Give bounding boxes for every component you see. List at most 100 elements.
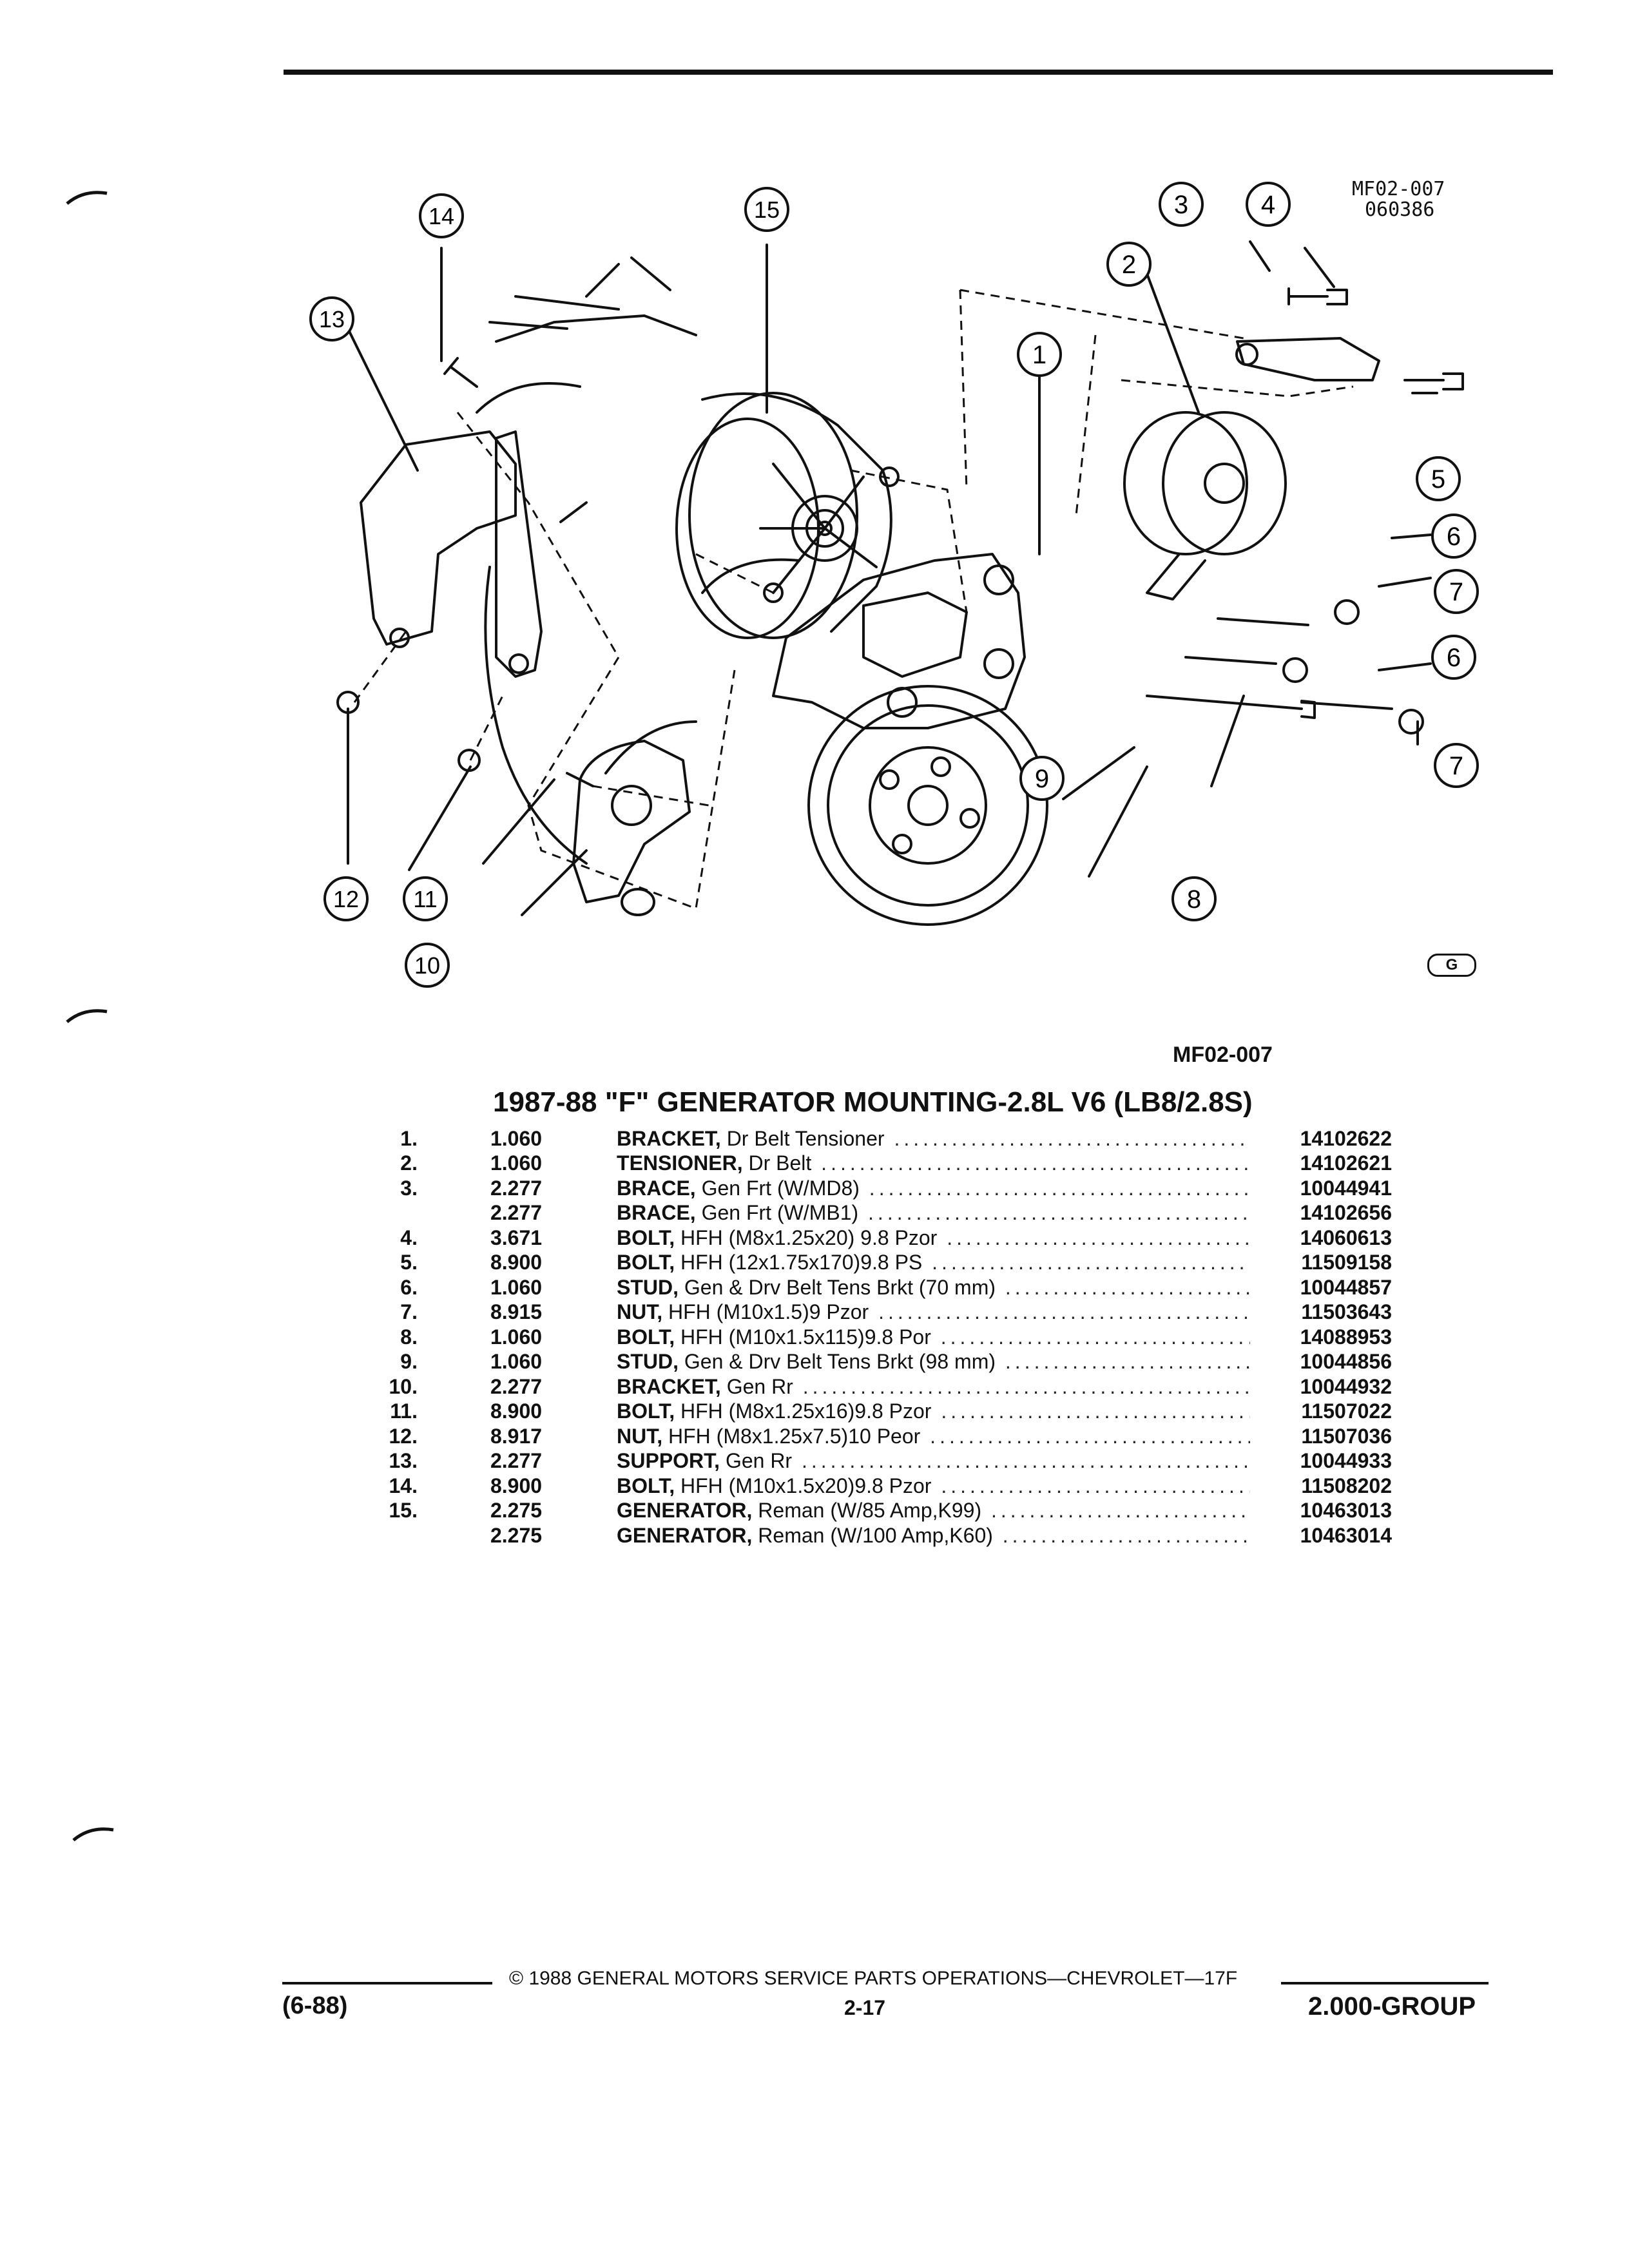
item-number: 7. (400, 1300, 418, 1324)
dot-leader: ........................................… (801, 1449, 1250, 1473)
callout-2: 2 (1106, 242, 1152, 287)
catalog-code: 1.060 (490, 1325, 543, 1349)
callout-10: 10 (405, 943, 450, 988)
catalog-code: 2.275 (490, 1523, 543, 1547)
dot-leader: ........................................… (941, 1474, 1250, 1497)
catalog-code: 2.275 (490, 1499, 543, 1523)
part-description: NUT, HFH (M8x1.25x7.5)10 Peor ..........… (617, 1425, 1250, 1448)
part-detail: Gen Frt (W/MD8) (701, 1176, 860, 1200)
catalog-code: 8.915 (490, 1300, 543, 1324)
catalog-code: 2.277 (490, 1176, 543, 1200)
section-title: 1987-88 "F" GENERATOR MOUNTING-2.8L V6 (… (493, 1086, 1253, 1118)
part-number: 10044857 (1300, 1275, 1392, 1299)
part-number: 14102621 (1300, 1151, 1392, 1175)
part-name: BOLT, (617, 1399, 675, 1423)
part-name: STUD, (617, 1275, 679, 1299)
dot-leader: ........................................… (1005, 1350, 1250, 1374)
part-name: GENERATOR, (617, 1499, 753, 1523)
dot-leader: ........................................… (930, 1424, 1250, 1448)
callout-13: 13 (309, 296, 354, 341)
part-description: GENERATOR, Reman (W/100 Amp,K60) .......… (617, 1524, 1250, 1548)
part-description: BRACE, Gen Frt (W/MB1) .................… (617, 1201, 1250, 1225)
callout-6: 6 (1431, 514, 1476, 559)
dot-leader: ........................................… (947, 1225, 1250, 1249)
part-description: STUD, Gen & Drv Belt Tens Brkt (70 mm) .… (617, 1276, 1250, 1300)
dot-leader: ........................................… (894, 1126, 1251, 1150)
part-name: BOLT, (617, 1251, 675, 1274)
part-description: TENSIONER, Dr Belt .....................… (617, 1151, 1250, 1175)
part-number: 10044932 (1300, 1374, 1392, 1398)
engine-block-outline (488, 256, 671, 330)
crank-pulley (807, 685, 1048, 926)
engine-block-outline (476, 314, 800, 865)
callout-label: 1 (1032, 341, 1046, 369)
part-detail: HFH (M10x1.5x115)9.8 Por (680, 1325, 931, 1349)
dot-leader: ........................................… (1002, 1523, 1250, 1547)
part-description: NUT, HFH (M10x1.5)9 Pzor ...............… (617, 1300, 1250, 1324)
bolt-5 (1403, 372, 1464, 390)
part-number: 14060613 (1300, 1225, 1392, 1249)
callout-label: 3 (1174, 191, 1188, 219)
stud-6 (1217, 617, 1309, 626)
item-number: 11. (390, 1399, 418, 1423)
stud-6 (1300, 701, 1393, 710)
item-number: 10. (389, 1374, 418, 1398)
dashed-guide (959, 289, 1354, 516)
catalog-code: 2.277 (490, 1374, 543, 1398)
part-number: 10044941 (1300, 1176, 1392, 1200)
part-name: STUD, (617, 1350, 679, 1374)
generator-body (675, 392, 900, 639)
bolt-small (559, 501, 588, 523)
figure-code: MF02-007 (1173, 1043, 1273, 1067)
part-description: BRACE, Gen Frt (W/MD8) .................… (617, 1177, 1250, 1200)
dashed-guide (353, 631, 709, 807)
part-detail: Dr Belt (748, 1151, 812, 1175)
callout-9: 9 (1019, 756, 1065, 801)
part-description: BOLT, HFH (12x1.75x170)9.8 PS ..........… (617, 1251, 1250, 1274)
exploded-diagram: 1 2 3 4 5 6 7 6 7 8 9 10 11 12 13 14 15 (309, 182, 1479, 988)
callout-label: 7 (1449, 752, 1463, 780)
top-rule (284, 70, 1553, 75)
dot-leader: ........................................… (821, 1151, 1251, 1175)
part-detail: Gen Rr (726, 1374, 793, 1398)
callout-14: 14 (419, 193, 464, 238)
part-name: BOLT, (617, 1474, 675, 1497)
dot-leader: ........................................… (869, 1176, 1251, 1200)
part-description: BOLT, HFH (M8x1.25x20) 9.8 Pzor ........… (617, 1226, 1250, 1250)
part-name: BOLT, (617, 1325, 675, 1349)
callout-label: 6 (1447, 644, 1461, 672)
item-number: 2. (400, 1151, 418, 1175)
part-name: SUPPORT, (617, 1449, 720, 1473)
part-number: 14102656 (1300, 1201, 1392, 1225)
dot-leader: ........................................… (941, 1399, 1250, 1423)
belt-tensioner (1123, 411, 1287, 601)
figure-id-line: MF02-007 (1352, 178, 1445, 200)
part-description: BRACKET, Gen Rr ........................… (617, 1375, 1250, 1399)
figure-id-line: 060386 (1365, 198, 1435, 221)
callout-15: 15 (744, 187, 789, 232)
callout-4: 4 (1246, 182, 1291, 227)
group-label: 2.000-GROUP (1308, 1992, 1476, 2021)
part-detail: Gen Frt (W/MB1) (701, 1201, 859, 1225)
part-name: BOLT, (617, 1225, 675, 1249)
callout-11: 11 (403, 876, 448, 921)
part-description: BOLT, HFH (M10x1.5x20)9.8 Pzor .........… (617, 1474, 1250, 1498)
item-number: 9. (400, 1350, 418, 1374)
parts-row: 2.275 GENERATOR, Reman (W/100 Amp,K60) ..… (361, 1523, 1392, 1548)
support-gen-rr (360, 430, 543, 678)
part-description: SUPPORT, Gen Rr ........................… (617, 1449, 1250, 1473)
footer-rule-left (282, 1982, 492, 1984)
dot-leader: ........................................… (878, 1300, 1251, 1324)
part-number: 11503643 (1301, 1300, 1392, 1324)
callout-7: 7 (1434, 569, 1479, 614)
page-number: 2-17 (844, 1996, 886, 2019)
callout-8: 8 (1171, 876, 1217, 921)
